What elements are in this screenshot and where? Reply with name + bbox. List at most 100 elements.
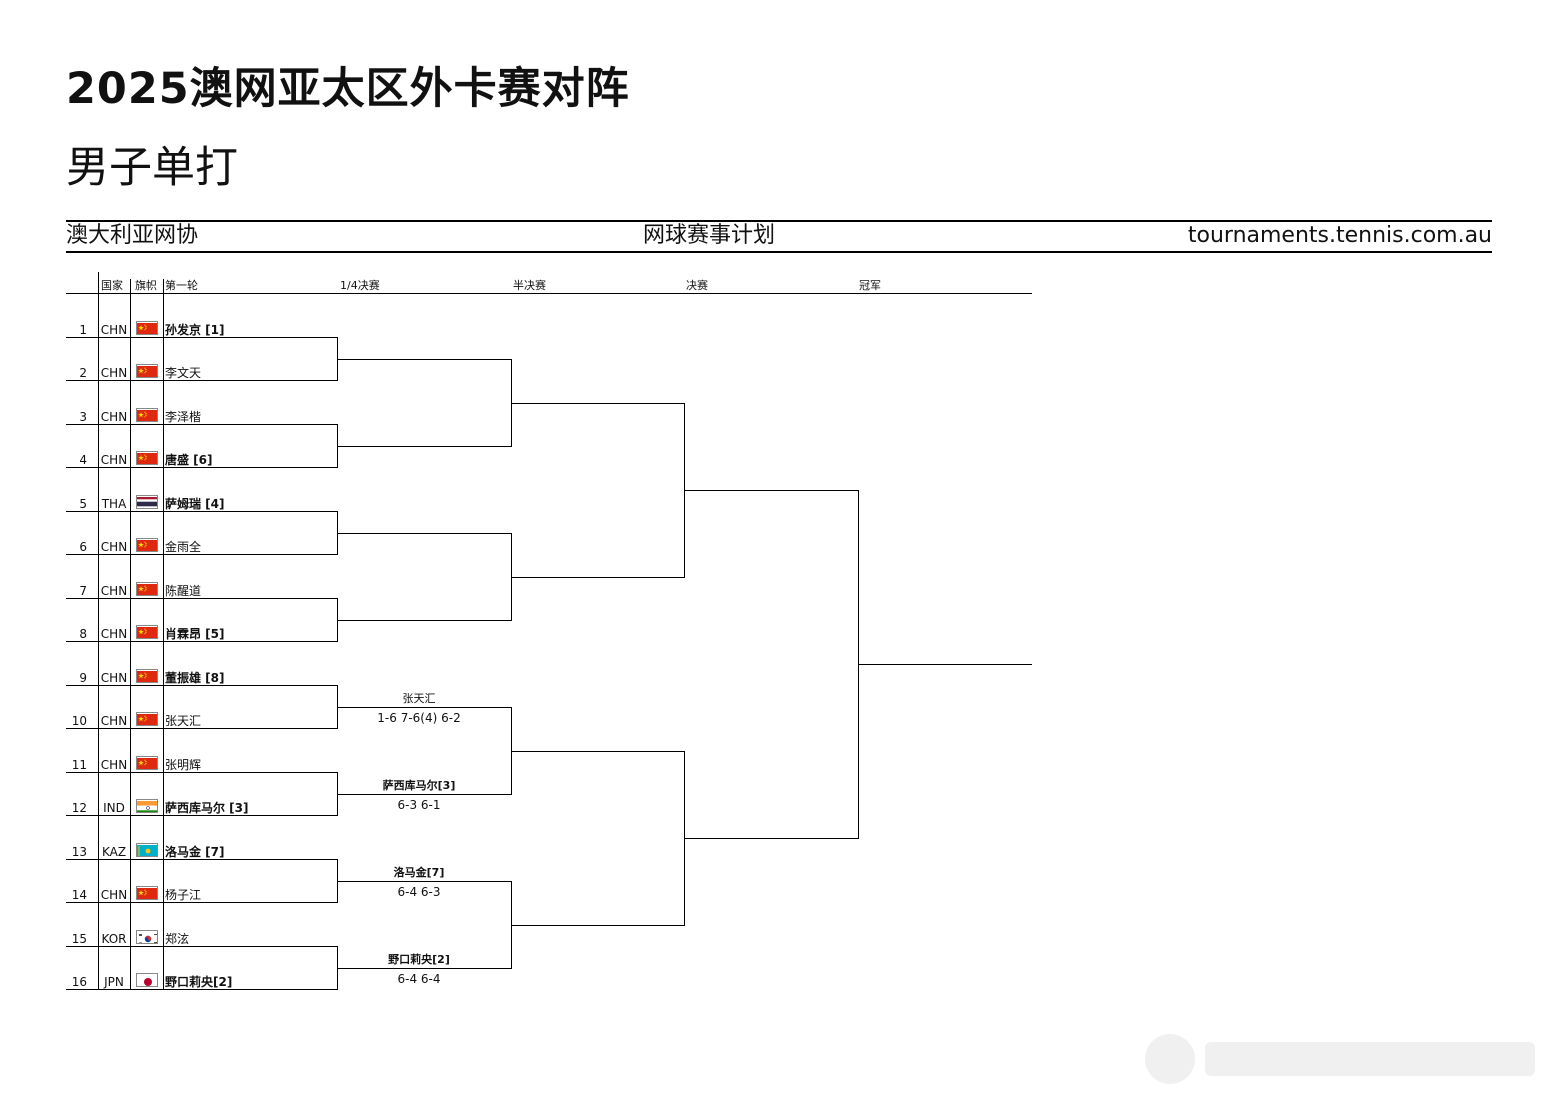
- china-flag: [136, 364, 158, 378]
- schedule-label: 网球赛事计划: [643, 223, 776, 248]
- player-name[interactable]: 萨姆瑞 [4]: [165, 497, 225, 511]
- china-flag: [136, 669, 158, 683]
- player-name[interactable]: 唐盛 [6]: [165, 453, 213, 467]
- player-row-line: [66, 467, 337, 468]
- player-row-line: [66, 598, 337, 599]
- player-name[interactable]: 李文天: [165, 366, 202, 380]
- final-line: [684, 490, 858, 491]
- player-name[interactable]: 郑泫: [165, 932, 190, 946]
- player-name[interactable]: 李泽楷: [165, 410, 202, 424]
- website-link[interactable]: tournaments.tennis.com.au: [1187, 223, 1492, 248]
- seed-number: 4: [79, 453, 87, 467]
- player-row-line: [66, 554, 337, 555]
- seed-number: 8: [79, 627, 87, 641]
- nation-code: IND: [103, 801, 125, 815]
- china-flag: [136, 538, 158, 552]
- organizer-label: 澳大利亚网协: [66, 223, 199, 248]
- china-flag: [136, 321, 158, 335]
- nation-code: KAZ: [101, 845, 127, 859]
- column-header-quarterfinal: 1/4决赛: [340, 279, 380, 292]
- player-row-line: [66, 380, 337, 381]
- page-title: 2025澳网亚太区外卡赛对阵: [66, 64, 630, 114]
- header-rule-top: [66, 220, 1492, 222]
- nation-code: CHN: [100, 584, 128, 598]
- quarterfinal-line: [337, 794, 511, 795]
- seed-number: 7: [79, 584, 87, 598]
- quarterfinal-line: [337, 533, 511, 534]
- player-name[interactable]: 肖霖昂 [5]: [165, 627, 225, 641]
- quarterfinal-score: 6-4 6-4: [397, 972, 441, 986]
- column-header-flag: 旗帜: [135, 279, 157, 292]
- nation-code: CHN: [100, 888, 128, 902]
- player-name[interactable]: 萨西库马尔 [3]: [165, 801, 249, 815]
- semifinal-line: [511, 751, 685, 752]
- seed-number: 3: [79, 410, 87, 424]
- quarterfinal-line: [337, 881, 511, 882]
- nation-code: CHN: [100, 671, 128, 685]
- seed-number: 16: [71, 975, 87, 989]
- player-name[interactable]: 金雨全: [165, 540, 202, 554]
- player-name[interactable]: 野口莉央[2]: [165, 975, 233, 989]
- column-header-champion: 冠军: [859, 279, 881, 292]
- quarterfinal-winner: 洛马金[7]: [393, 866, 445, 879]
- china-flag: [136, 451, 158, 465]
- player-name[interactable]: 张明辉: [165, 758, 202, 772]
- player-name[interactable]: 陈醒道: [165, 584, 202, 598]
- player-row-line: [66, 728, 337, 729]
- china-flag: [136, 712, 158, 726]
- page-subtitle: 男子单打: [66, 143, 238, 193]
- nation-code: CHN: [100, 366, 128, 380]
- nation-code: CHN: [100, 714, 128, 728]
- player-row-line: [66, 337, 337, 338]
- champion-line: [858, 664, 1032, 665]
- player-name[interactable]: 洛马金 [7]: [165, 845, 225, 859]
- player-row-line: [66, 902, 337, 903]
- seed-number: 11: [71, 758, 87, 772]
- quarterfinal-score: 6-4 6-3: [397, 885, 441, 899]
- player-name[interactable]: 张天汇: [165, 714, 202, 728]
- japan-flag: [136, 973, 158, 987]
- china-flag: [136, 756, 158, 770]
- seed-number: 10: [71, 714, 87, 728]
- seed-number: 9: [79, 671, 87, 685]
- china-flag: [136, 582, 158, 596]
- seed-number: 12: [71, 801, 87, 815]
- nation-code: CHN: [100, 453, 128, 467]
- nation-code: KOR: [101, 932, 127, 946]
- semifinal-line: [511, 925, 685, 926]
- nation-code: CHN: [100, 410, 128, 424]
- player-row-line: [66, 424, 337, 425]
- nation-code: CHN: [100, 758, 128, 772]
- seed-number: 13: [71, 845, 87, 859]
- quarterfinal-winner: 萨西库马尔[3]: [382, 779, 456, 792]
- player-row-line: [66, 772, 337, 773]
- column-header-rule: [66, 293, 1032, 294]
- kazakhstan-flag: [136, 843, 158, 857]
- seed-number: 15: [71, 932, 87, 946]
- thailand-flag: [136, 495, 158, 509]
- seed-number: 14: [71, 888, 87, 902]
- player-row-line: [66, 859, 337, 860]
- seed-number: 1: [79, 323, 87, 337]
- column-header-final: 决赛: [686, 279, 708, 292]
- india-flag: [136, 799, 158, 813]
- quarterfinal-line: [337, 446, 511, 447]
- player-row-line: [66, 641, 337, 642]
- nation-code: THA: [101, 497, 127, 511]
- final-line: [684, 838, 858, 839]
- name-column-divider: [163, 279, 164, 989]
- watermark-logo: [1145, 1034, 1535, 1084]
- player-row-line: [66, 989, 337, 990]
- player-name[interactable]: 孙发京 [1]: [165, 323, 225, 337]
- seed-number: 5: [79, 497, 87, 511]
- china-flag: [136, 408, 158, 422]
- quarterfinal-winner: 张天汇: [402, 692, 436, 705]
- quarterfinal-score: 1-6 7-6(4) 6-2: [377, 711, 461, 725]
- nation-column-divider: [98, 272, 99, 989]
- quarterfinal-score: 6-3 6-1: [397, 798, 441, 812]
- column-header-nation: 国家: [101, 279, 123, 292]
- nation-code: CHN: [100, 627, 128, 641]
- player-row-line: [66, 815, 337, 816]
- player-name[interactable]: 董振雄 [8]: [165, 671, 225, 685]
- player-name[interactable]: 杨子江: [165, 888, 202, 902]
